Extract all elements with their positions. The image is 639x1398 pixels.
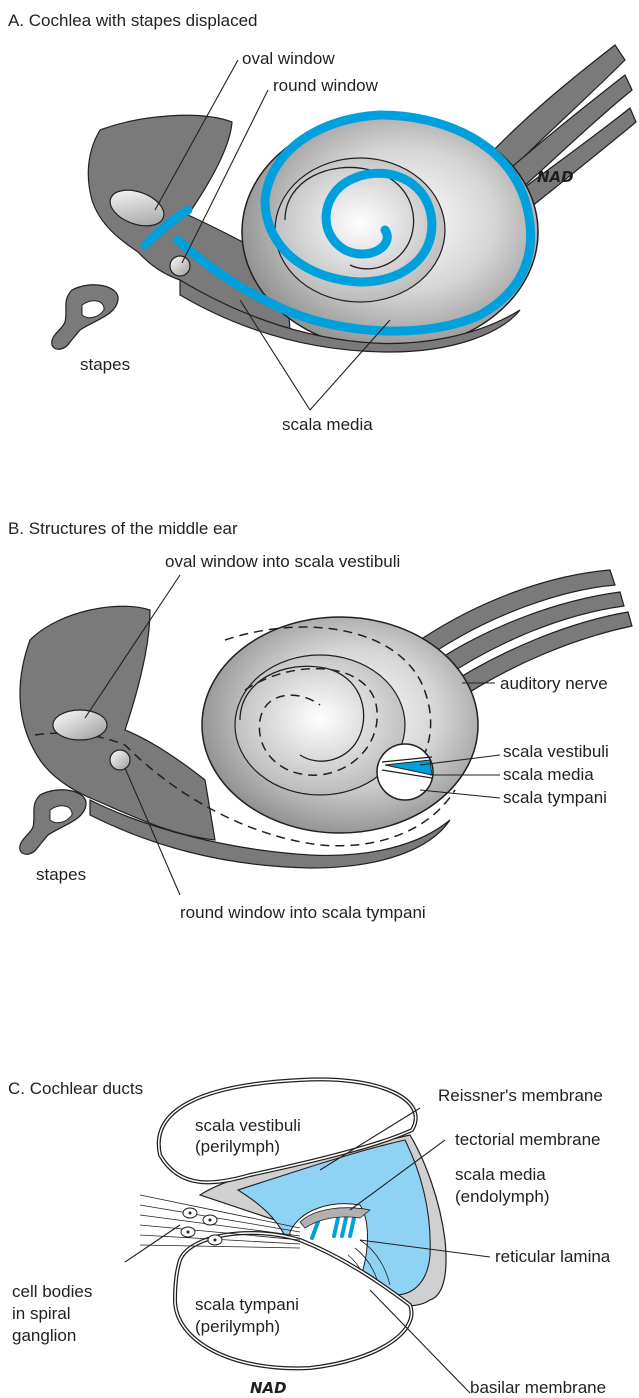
panel-a-title: A. Cochlea with stapes displaced <box>8 11 257 30</box>
label-scala-media-a: scala media <box>282 415 373 434</box>
label-reticular-c: reticular lamina <box>495 1247 611 1266</box>
label-basilar-c: basilar membrane <box>470 1378 606 1397</box>
label-stapes-b: stapes <box>36 865 86 884</box>
label-vestibuli-1-c: scala vestibuli <box>195 1116 301 1135</box>
panel-c: C. Cochlear ducts <box>8 1079 611 1397</box>
stapes-b <box>20 790 86 854</box>
label-scala-media-b: scala media <box>503 765 594 784</box>
panel-b-title: B. Structures of the middle ear <box>8 519 238 538</box>
label-auditory-nerve-b: auditory nerve <box>500 674 608 693</box>
round-window-a <box>170 256 190 276</box>
label-stapes-a: stapes <box>80 355 130 374</box>
label-oval-window-b: oval window into scala vestibuli <box>165 552 400 571</box>
panel-c-title: C. Cochlear ducts <box>8 1079 143 1098</box>
label-reissner-c: Reissner's membrane <box>438 1086 603 1105</box>
panel-a: A. Cochlea with stapes displaced <box>8 11 636 434</box>
label-tympani-2-c: (perilymph) <box>195 1317 280 1336</box>
magnifier-b <box>377 744 433 800</box>
signature-a: NAD <box>537 168 574 186</box>
label-scala-tympani-b: scala tympani <box>503 788 607 807</box>
label-media-2-c: (endolymph) <box>455 1187 550 1206</box>
label-scala-vestibuli-b: scala vestibuli <box>503 742 609 761</box>
signature-c: NAD <box>250 1379 287 1397</box>
label-cell-1-c: cell bodies <box>12 1282 92 1301</box>
label-cell-2-c: in spiral <box>12 1304 71 1323</box>
round-window-b <box>110 750 130 770</box>
label-vestibuli-2-c: (perilymph) <box>195 1137 280 1156</box>
label-media-1-c: scala media <box>455 1165 546 1184</box>
oval-window-b <box>53 710 107 740</box>
label-cell-3-c: ganglion <box>12 1326 76 1345</box>
panel-b: B. Structures of the middle ear <box>8 519 632 922</box>
label-round-window-b: round window into scala tympani <box>180 903 426 922</box>
stapes-a <box>52 285 118 349</box>
label-tympani-1-c: scala tympani <box>195 1295 299 1314</box>
label-tectorial-c: tectorial membrane <box>455 1130 601 1149</box>
label-oval-window-a: oval window <box>242 49 335 68</box>
label-round-window-a: round window <box>273 76 379 95</box>
